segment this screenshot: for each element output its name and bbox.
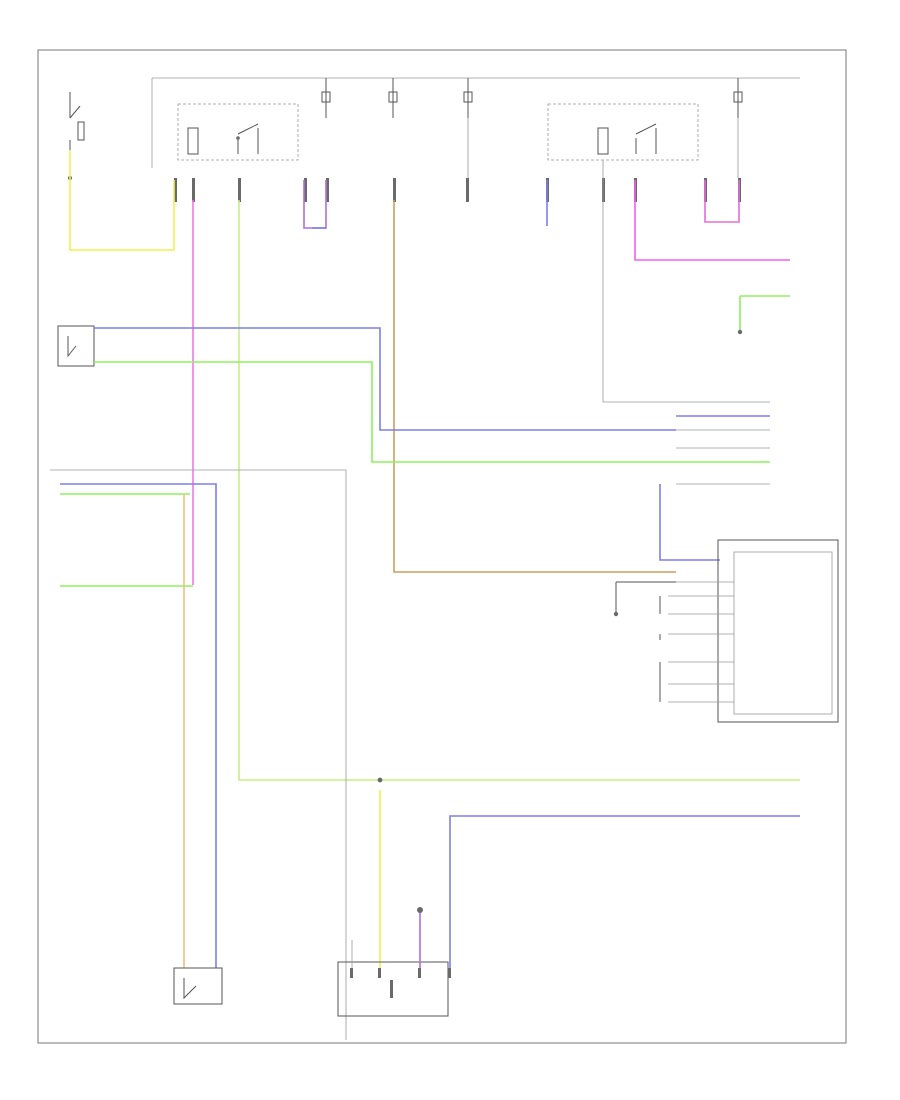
wire-blue-sensor <box>94 327 676 431</box>
ground-symbol-icon <box>737 329 743 335</box>
connector-pin-icon <box>192 178 195 202</box>
control-module-inner <box>733 551 833 715</box>
fuse-icon <box>77 121 85 141</box>
relay-box-left <box>177 103 299 161</box>
wire-magenta-loop <box>704 180 740 223</box>
fuse-icon <box>388 78 398 118</box>
wire-green-upper-right <box>739 295 790 330</box>
module-bottom-center <box>337 961 449 1017</box>
switch-module-bottom-left <box>173 967 223 1005</box>
sensor-block-left <box>57 325 95 367</box>
relay-coil <box>597 127 609 155</box>
relay-coil <box>187 127 199 155</box>
fuse-icon <box>463 78 473 118</box>
switch-contact-icon <box>183 978 197 1000</box>
wire-blue-module <box>659 484 720 561</box>
switch-contact-icon <box>635 123 657 154</box>
fuse-group <box>321 78 743 118</box>
switch-contact-icon <box>67 336 77 358</box>
wire-green-sensor <box>94 361 676 463</box>
connector-pin-icon <box>326 178 329 202</box>
connector-pin-icon <box>304 178 307 202</box>
connector-pin-icon <box>393 178 396 202</box>
wire-violet-loop <box>303 180 327 229</box>
wire-tan <box>393 200 676 573</box>
connector-pin-icon <box>602 178 605 202</box>
top-connector-row <box>174 178 741 202</box>
ground-symbol-icon <box>417 907 423 913</box>
connector-pin-icon <box>378 968 381 978</box>
switch-contact-icon <box>69 92 81 119</box>
relay-box-right <box>547 103 699 161</box>
wire-magenta-right <box>634 180 790 261</box>
wire-blue-left-long <box>60 483 217 968</box>
page-frame <box>37 49 847 1044</box>
relay-contact <box>236 136 240 140</box>
wire-gray-drop <box>602 160 676 403</box>
connector-pin-icon <box>466 178 469 202</box>
relay-left <box>187 123 259 155</box>
module-connector-right <box>676 401 770 485</box>
connector-pin-icon <box>390 980 393 998</box>
module-pin-wires <box>659 581 734 703</box>
wire-blue-to-module <box>449 815 800 968</box>
relay-right <box>597 123 657 155</box>
bottom-module-pins <box>350 968 451 998</box>
fuse-icon <box>321 78 331 118</box>
connector-pin-icon <box>418 968 421 978</box>
control-module <box>717 539 839 723</box>
connector-pin-icon <box>238 178 241 202</box>
ground-symbol-icon <box>613 611 619 617</box>
connector-pin-icon <box>448 968 451 978</box>
splice-point <box>377 777 383 783</box>
switch-contact-icon <box>237 123 259 154</box>
ground-lead-module <box>615 581 676 612</box>
fuse-icon <box>733 78 743 118</box>
wire-yellow-left-loop <box>69 150 175 251</box>
connector-pin-icon <box>350 968 353 978</box>
wire-lightgreen-long <box>238 200 380 781</box>
connector-pin-icon <box>174 178 177 202</box>
connector-outline-left <box>50 469 347 1040</box>
